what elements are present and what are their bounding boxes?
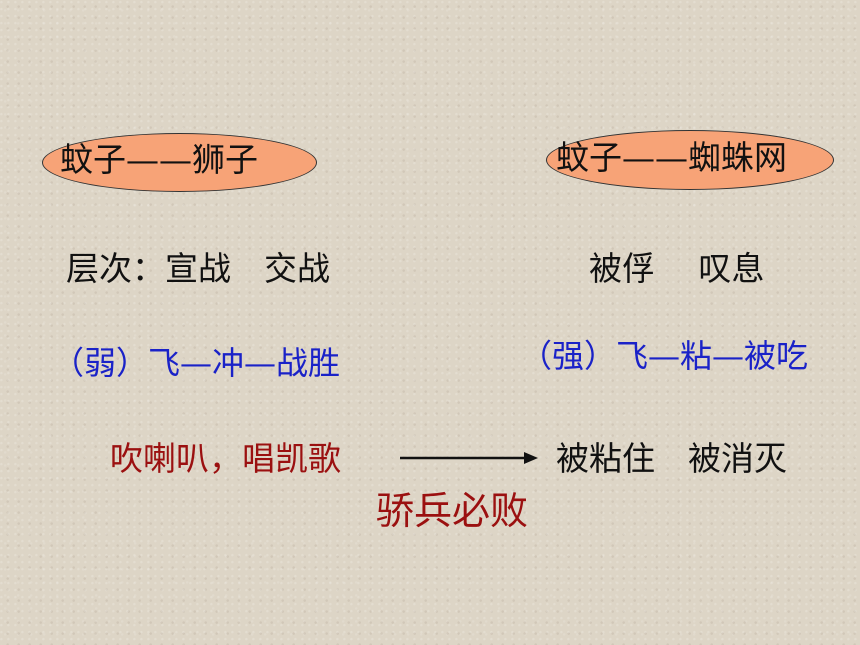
left-levels-text: 层次：宣战 交战 (66, 249, 330, 288)
right-pair-ellipse (546, 130, 834, 190)
cause-text: 吹喇叭，唱凯歌 (110, 439, 341, 478)
left-pair-text: 蚊子——狮子 (60, 140, 258, 179)
right-arrow-icon (400, 452, 538, 464)
right-sequence-text: （强）飞—粘—被吃 (520, 337, 809, 375)
moral-text: 骄兵必败 (376, 489, 529, 533)
right-pair-text: 蚊子——蜘蛛网 (556, 138, 787, 177)
effect-text: 被粘住 被消灭 (556, 439, 787, 478)
left-sequence-text: （弱）飞—冲—战胜 (52, 344, 341, 382)
left-pair-ellipse (42, 133, 317, 192)
right-levels-text: 被俘 叹息 (589, 249, 765, 288)
